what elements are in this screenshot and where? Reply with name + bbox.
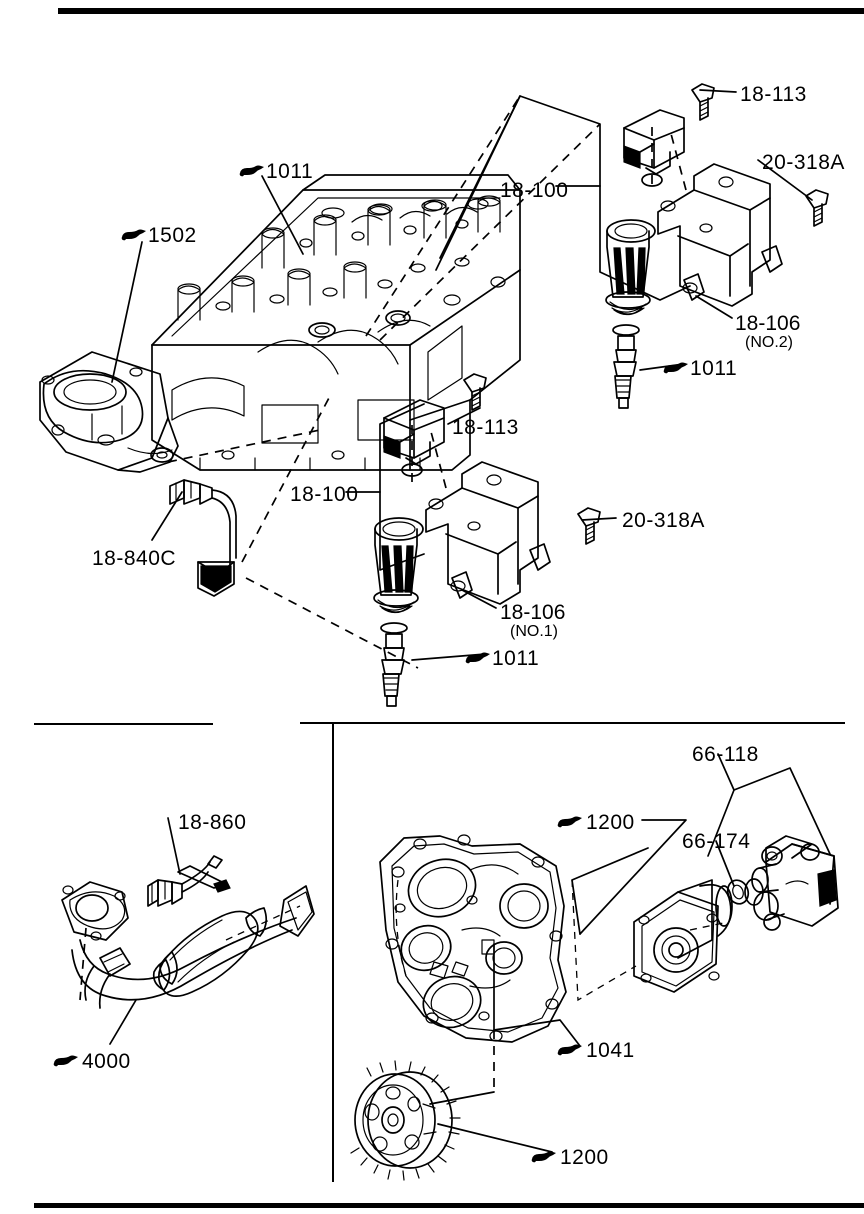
pn-18-840C-label: 18-840C: [92, 547, 177, 570]
o-ring-illustration: [724, 877, 751, 906]
coil-bracket-no1-illustration: [426, 462, 600, 604]
drive-gear-illustration: [351, 1061, 460, 1180]
ref-1011-plug1-label: 1011: [492, 647, 540, 670]
sensor-unit-illustration: [745, 836, 838, 930]
ignition-coil-no1-illustration: [374, 374, 486, 706]
ref-1200-gear-label: 1200: [560, 1146, 609, 1169]
panel-divider-right: [300, 722, 845, 724]
pn-20-318A-upper-label: 20-318A: [762, 151, 845, 174]
sheet-bottom-rule: [34, 1203, 864, 1208]
pn-18-100-upper-label: 18-100: [500, 179, 569, 202]
pn-18-113-upper-label: 18-113: [740, 83, 807, 106]
front-cover-illustration: [380, 835, 566, 1092]
exhaust-pipe-illustration: [62, 818, 314, 1044]
panel-divider-vertical: [332, 722, 334, 1182]
coolant-sensor-illustration: [170, 480, 236, 596]
ref-1011-head-label: 1011: [266, 160, 314, 183]
water-outlet-housing-illustration: [40, 352, 178, 472]
pn-20-318A-lower-label: 20-318A: [622, 509, 705, 532]
pn-66-174-label: 66-174: [682, 830, 751, 853]
ref-1200-pump-label: 1200: [586, 811, 635, 834]
pn-18-106-no1-number: 18-106: [500, 601, 566, 624]
panel-divider-left: [34, 723, 213, 725]
pn-18-106-no2-number: 18-106: [735, 312, 801, 335]
pn-18-106-no2-label: 18-106 (NO.2): [735, 312, 801, 352]
ref-4000-label: 4000: [82, 1050, 131, 1073]
ref-1011-plug2-label: 1011: [690, 357, 738, 380]
oil-pump-illustration: [634, 880, 732, 992]
pn-18-860-label: 18-860: [178, 811, 247, 834]
pn-18-106-no1-label: 18-106 (NO.1): [500, 601, 566, 641]
pn-66-118-label: 66-118: [692, 743, 759, 766]
pn-18-106-no1-variant: (NO.1): [510, 623, 558, 641]
ignition-coil-no2-illustration: [606, 84, 714, 408]
pn-18-113-lower-label: 18-113: [452, 416, 519, 439]
ref-1502-label: 1502: [148, 224, 197, 247]
sheet-top-rule: [58, 8, 864, 14]
ref-1041-label: 1041: [586, 1039, 635, 1062]
coil-bracket-no2-illustration: [658, 164, 828, 306]
bottom-right-leaders: [430, 754, 830, 1152]
pn-18-100-lower-label: 18-100: [290, 483, 359, 506]
pn-18-106-no2-variant: (NO.2): [745, 334, 793, 352]
